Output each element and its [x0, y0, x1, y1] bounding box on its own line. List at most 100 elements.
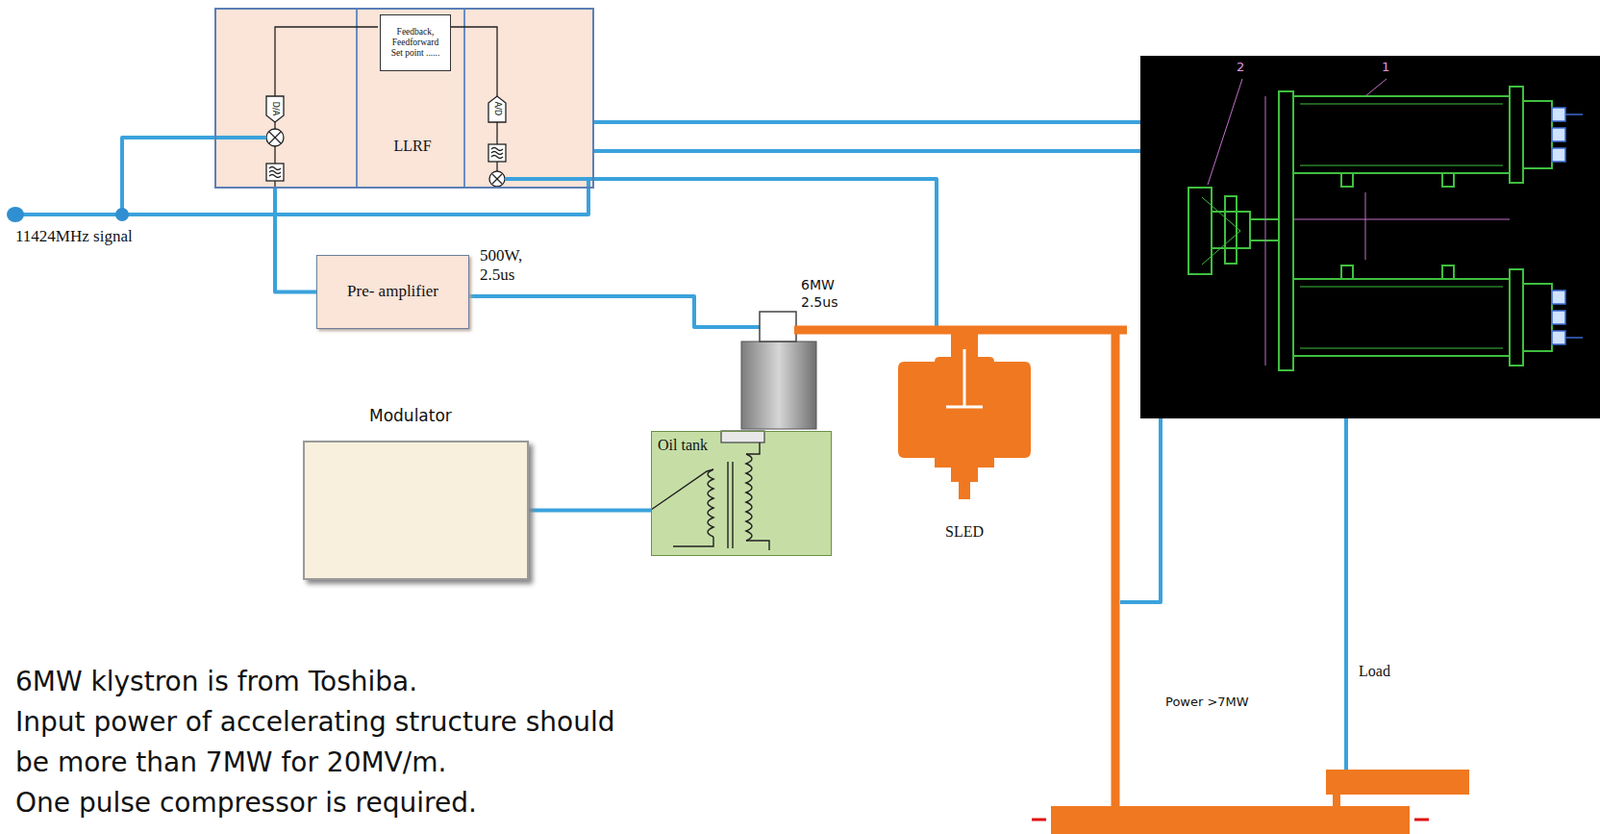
klystron	[759, 311, 797, 342]
amplifier-box: Pre- amplifier	[316, 254, 470, 329]
llrf-panel	[355, 7, 358, 189]
accelerating-structure-drawing	[1188, 86, 1552, 371]
sled-compressor: SLED	[898, 347, 1031, 559]
accelerating-structure-drawing	[1509, 269, 1524, 366]
dimension-lines	[1365, 78, 1387, 97]
transformer-symbol	[746, 442, 760, 454]
pulse-spec: 500W, 2.5us	[479, 246, 548, 286]
control-box: Feedback, Feedforward Set point ......	[379, 14, 451, 72]
llrf-signal-chain	[489, 171, 505, 187]
accelerating-structure-drawing	[1341, 265, 1353, 279]
transformer-symbol	[746, 453, 752, 541]
rf-waveguide	[1031, 818, 1047, 822]
dimension-lines	[1207, 78, 1510, 366]
callout-number: 1	[1381, 59, 1390, 75]
signal-source-dots	[6, 206, 25, 223]
signal-label: 11424MHz signal	[15, 226, 133, 247]
llrf-signal-chain	[274, 122, 275, 129]
accelerating-structure-drawing	[1442, 173, 1454, 187]
rf-waveguide	[950, 329, 978, 350]
note-text: Input power of accelerating structure sh…	[15, 701, 631, 783]
pulse-spec: 6MW 2.5us	[800, 276, 859, 311]
note-text: One pulse compressor is required.	[15, 782, 747, 824]
llrf-panel	[214, 7, 595, 189]
node-text: Oil tank	[657, 435, 708, 454]
power-label: Power >7MW	[1165, 694, 1250, 710]
accelerating-structure-drawing	[1300, 286, 1503, 288]
coupler-caps	[1551, 148, 1566, 162]
llrf-box: LLRF Feedback, Feedforward Set point ....…	[214, 7, 595, 189]
klystron	[741, 341, 817, 429]
signal-cables	[15, 178, 589, 215]
accelerating-structure-drawing	[1509, 86, 1524, 183]
signal-cables	[1120, 418, 1161, 602]
coupler-caps	[1551, 290, 1566, 304]
coupler-caps	[1551, 330, 1566, 345]
transformer-symbol	[726, 461, 728, 549]
llrf-signal-chain	[269, 167, 281, 178]
dimension-lines	[1293, 219, 1510, 221]
accelerating-structure-drawing	[1442, 265, 1454, 279]
node-text: Modulator	[369, 405, 452, 425]
llrf-signal-chain	[275, 26, 378, 97]
node-text: LLRF	[358, 136, 467, 155]
accelerating-structure-drawing	[1293, 278, 1510, 356]
coupler-caps	[1551, 127, 1566, 142]
sled-shape	[898, 347, 1031, 501]
llrf-signal-chain	[266, 96, 284, 123]
signal-cables	[588, 178, 937, 326]
coupler-caps	[1551, 107, 1566, 122]
accelerating-structure-drawing	[1211, 211, 1250, 249]
llrf-signal-chain	[488, 144, 506, 162]
signal-source-dots	[115, 207, 129, 222]
coupler-caps	[1551, 310, 1566, 325]
rf-waveguide	[1050, 805, 1410, 834]
signal-cables	[1344, 418, 1349, 770]
converter-label: D/A	[270, 97, 280, 121]
llrf-signal-chain	[266, 163, 284, 181]
coupler-caps	[1551, 107, 1583, 345]
transformer-symbol	[673, 536, 714, 547]
signal-cables	[594, 149, 1141, 153]
llrf-signal-chain	[496, 122, 498, 145]
llrf-signal-chain	[492, 174, 502, 184]
converter-label: A/D	[492, 97, 502, 121]
signal-cables	[469, 296, 760, 327]
signal-cables	[594, 120, 1141, 125]
signal-connector	[275, 188, 317, 293]
structure-drawing-panel	[1140, 55, 1600, 419]
accelerating-structure-drawing	[1201, 197, 1241, 231]
dimension-lines	[1265, 96, 1267, 366]
oil-tank-fill	[721, 430, 765, 443]
accelerating-structure-drawing	[1188, 187, 1212, 275]
oil-tank-fill	[650, 430, 832, 556]
accelerating-structure-drawing	[1278, 91, 1294, 371]
llrf-panel	[463, 7, 466, 189]
node-text: Pre- amplifier	[347, 281, 439, 301]
accelerating-structure-drawing	[1225, 196, 1237, 264]
accelerating-structure-drawing	[1201, 230, 1241, 265]
node-text: Feedback, Feedforward Set point ......	[389, 26, 442, 59]
callout-number: 2	[1236, 59, 1245, 75]
dimension-lines	[1207, 78, 1243, 185]
accelerating-structure-drawing	[1300, 103, 1503, 105]
structure-drawing-panel	[1140, 55, 1600, 419]
rf-waveguide	[1332, 792, 1341, 808]
oil-tank-fill	[650, 430, 832, 556]
transformer-symbol	[746, 540, 770, 550]
coupler-caps	[1565, 113, 1583, 116]
accelerating-structure-drawing	[1341, 173, 1353, 187]
llrf-signal-chain	[496, 161, 498, 172]
note-text: 6MW klystron is from Toshiba.	[15, 661, 747, 702]
llrf-signal-chain	[274, 146, 275, 164]
load-bar: Load	[1325, 769, 1470, 795]
transformer-symbol	[707, 469, 714, 537]
accelerating-structure-drawing	[1300, 348, 1503, 350]
coupler-caps	[1565, 336, 1583, 339]
sled-cavities	[898, 347, 1031, 500]
transformer-symbol	[650, 442, 770, 550]
node-text: SLED	[898, 522, 1031, 541]
transformer-symbol	[731, 461, 733, 549]
accelerating-structure-drawing	[1300, 165, 1503, 167]
